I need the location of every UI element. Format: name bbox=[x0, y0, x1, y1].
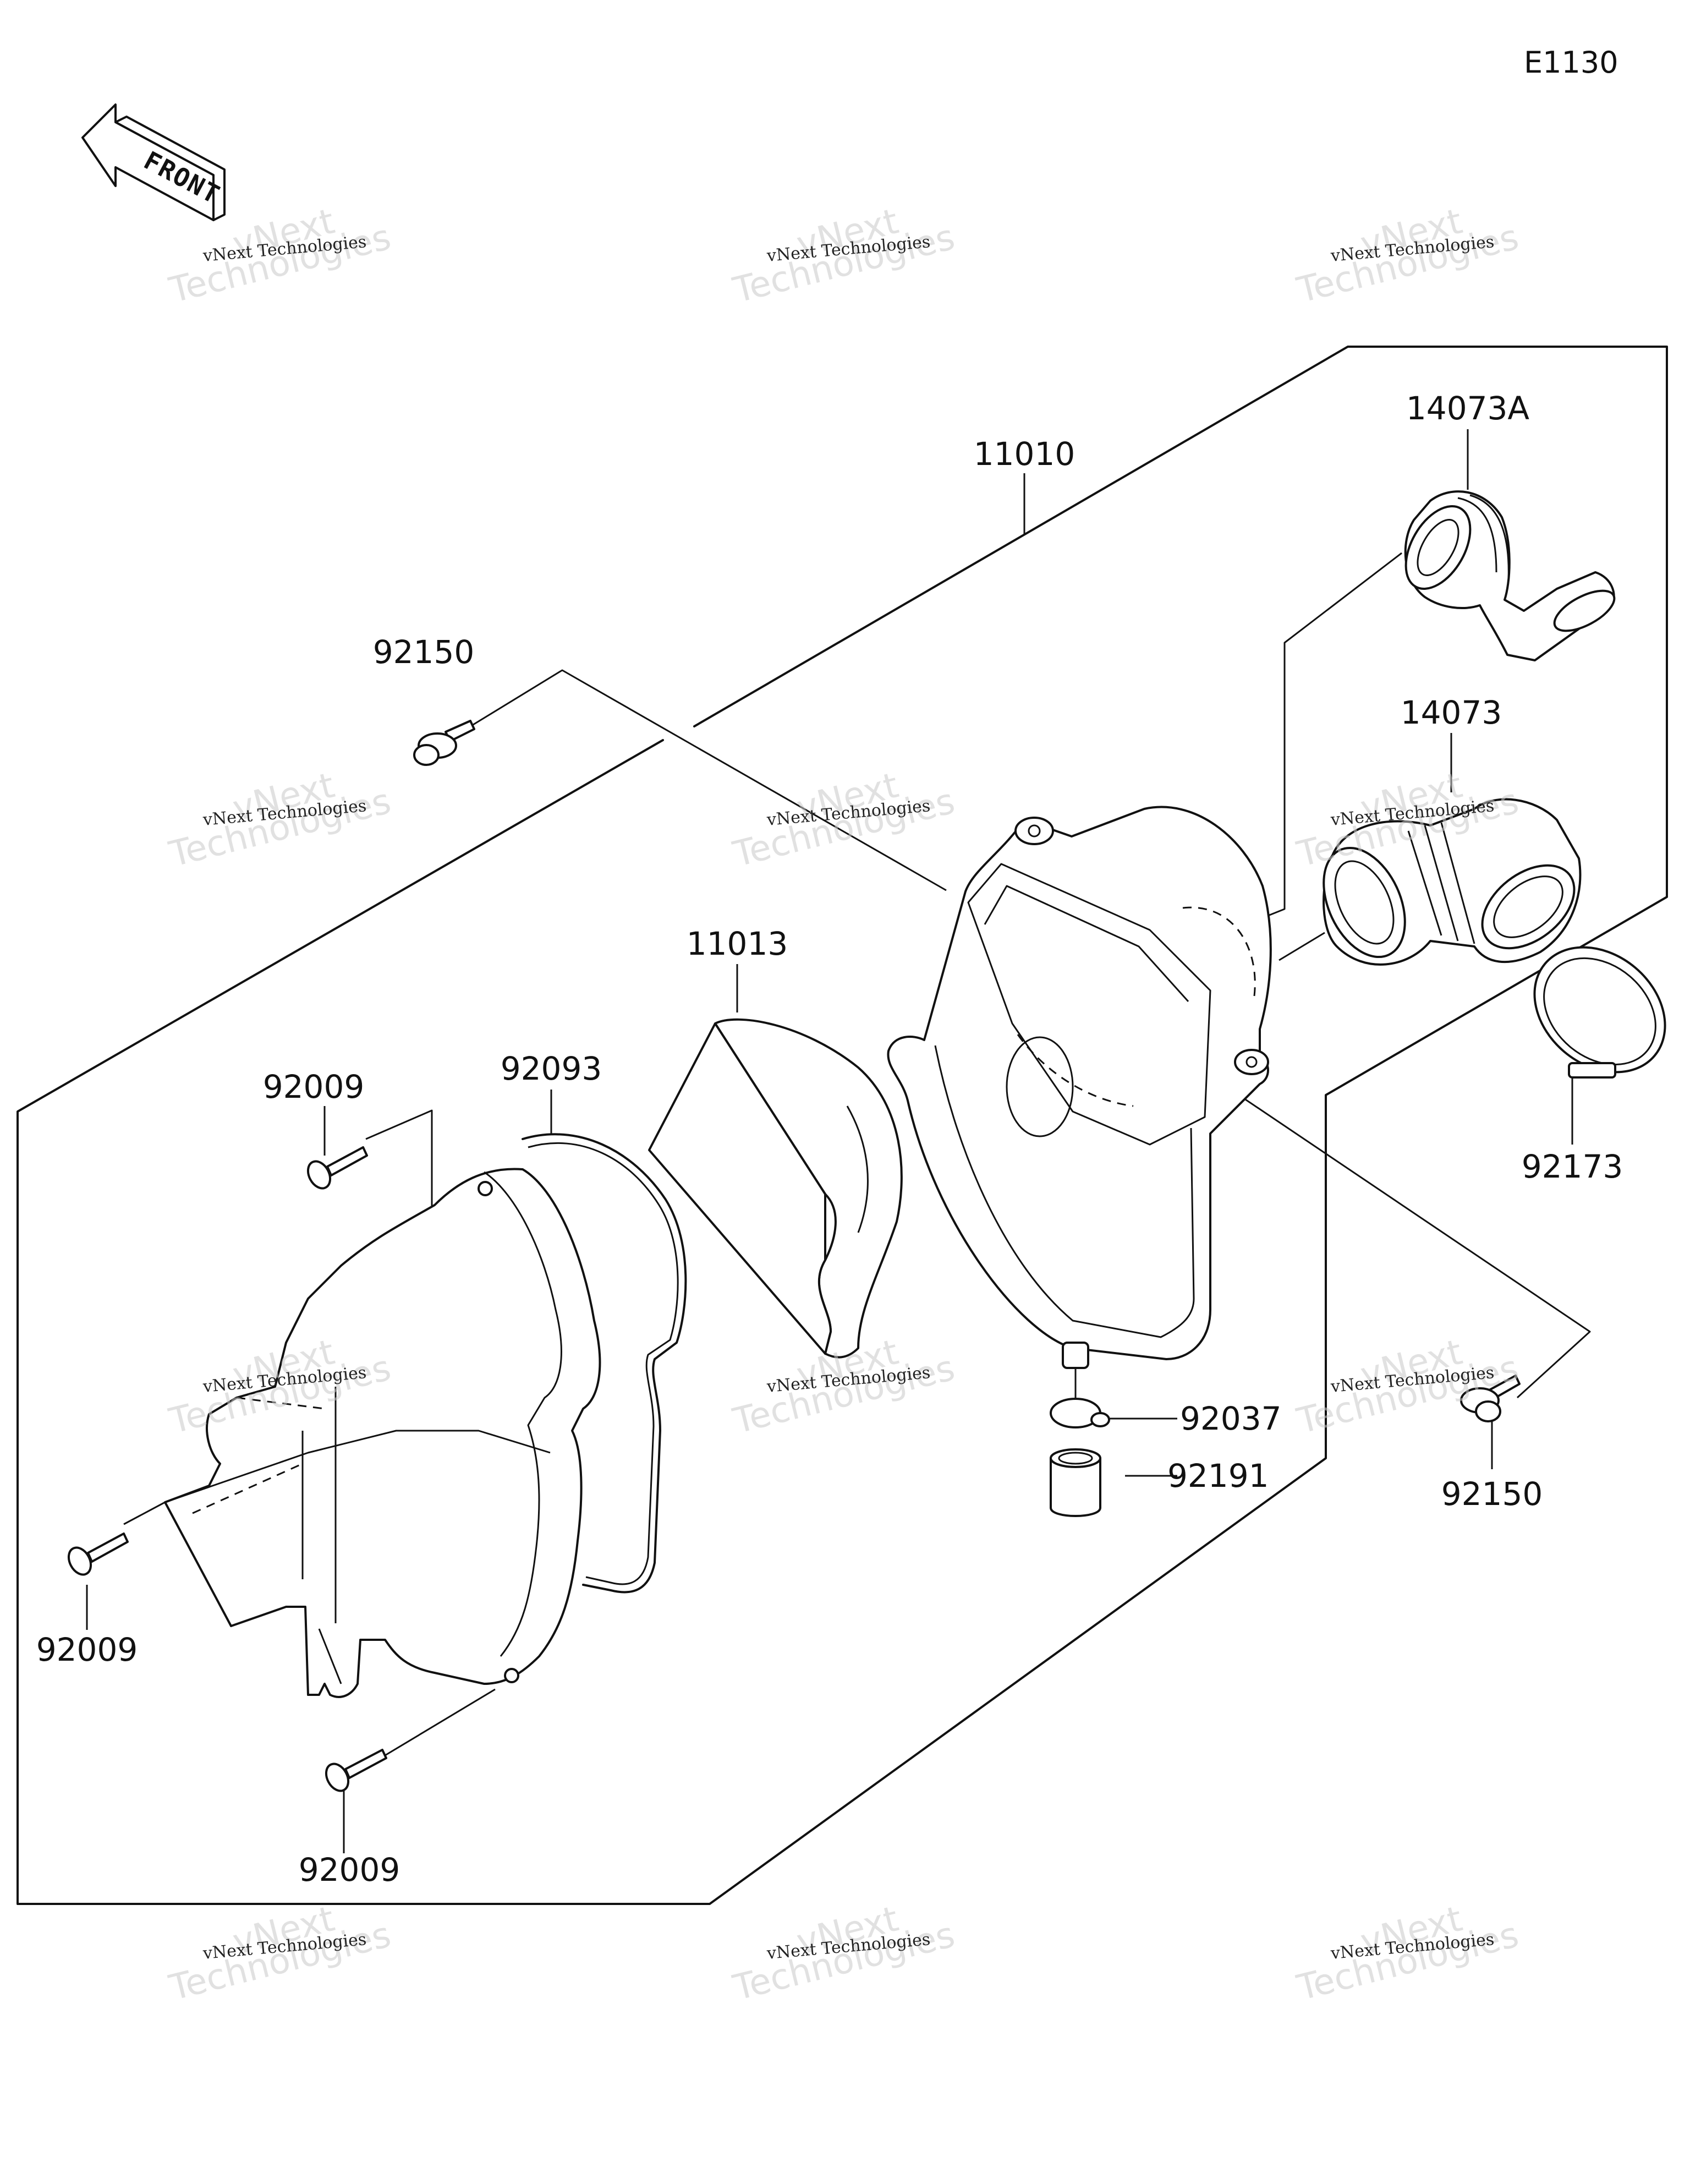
label-92150-right: 92150 bbox=[1441, 1475, 1543, 1513]
label-92037: 92037 bbox=[1180, 1400, 1282, 1437]
label-14073: 14073 bbox=[1401, 694, 1502, 731]
label-11013: 11013 bbox=[687, 925, 788, 962]
filter-element-11013 bbox=[648, 1018, 903, 1359]
bolt-92009-bottom bbox=[325, 1749, 387, 1792]
bolt-92150-top bbox=[413, 720, 475, 766]
label-92093: 92093 bbox=[501, 1050, 602, 1087]
watermark: vNext Technologies vNext Technologies bbox=[729, 201, 959, 311]
hose-clamp-92173 bbox=[1533, 946, 1666, 1079]
elbow-duct-14073a bbox=[1404, 490, 1616, 661]
watermark: vNext Technologies vNext Technologies bbox=[1293, 201, 1523, 311]
front-arrow-icon: FRONT bbox=[81, 103, 226, 221]
watermark: vNext Technologies vNext Technologies bbox=[165, 201, 395, 311]
watermark: vNext Technologies vNext Technologies bbox=[165, 765, 395, 875]
label-92009-left: 92009 bbox=[36, 1631, 138, 1668]
clip-92037 bbox=[1050, 1398, 1110, 1428]
label-92009-bottom: 92009 bbox=[299, 1851, 400, 1889]
label-92191: 92191 bbox=[1167, 1457, 1269, 1495]
watermark: vNext Technologies vNext Technologies bbox=[729, 1898, 959, 2008]
assembly-outline bbox=[17, 346, 1668, 1905]
watermark: vNext Technologies vNext Technologies bbox=[729, 1332, 959, 1442]
leader-lines bbox=[86, 429, 1591, 1853]
label-92150-top: 92150 bbox=[373, 633, 475, 671]
diagram-code: E1130 bbox=[1524, 45, 1618, 80]
bolt-92150-right bbox=[1460, 1375, 1521, 1422]
watermark: vNext Technologies vNext Technologies bbox=[165, 1332, 395, 1442]
bolt-92009-upper bbox=[306, 1146, 368, 1190]
label-14073a: 14073A bbox=[1406, 390, 1530, 427]
gasket-92093 bbox=[522, 1133, 687, 1594]
watermark: vNext Technologies vNext Technologies bbox=[729, 765, 959, 875]
watermark: vNext Technologies vNext Technologies bbox=[1293, 1332, 1523, 1442]
watermark: vNext Technologies vNext Technologies bbox=[1293, 1898, 1523, 2008]
drain-cap-92191 bbox=[1050, 1448, 1101, 1517]
part-labels: 11010 14073A 14073 92150 11013 92093 920… bbox=[36, 390, 1623, 1889]
air-cleaner-housing-11010 bbox=[887, 806, 1272, 1369]
watermark: vNext Technologies vNext Technologies bbox=[165, 1898, 395, 2008]
label-11010: 11010 bbox=[974, 435, 1076, 473]
bolt-92009-left bbox=[67, 1532, 129, 1576]
label-92173: 92173 bbox=[1522, 1148, 1623, 1185]
air-cleaner-cover bbox=[164, 1168, 601, 1698]
label-92009-upper: 92009 bbox=[263, 1068, 365, 1105]
intake-tube-14073 bbox=[1323, 798, 1582, 966]
